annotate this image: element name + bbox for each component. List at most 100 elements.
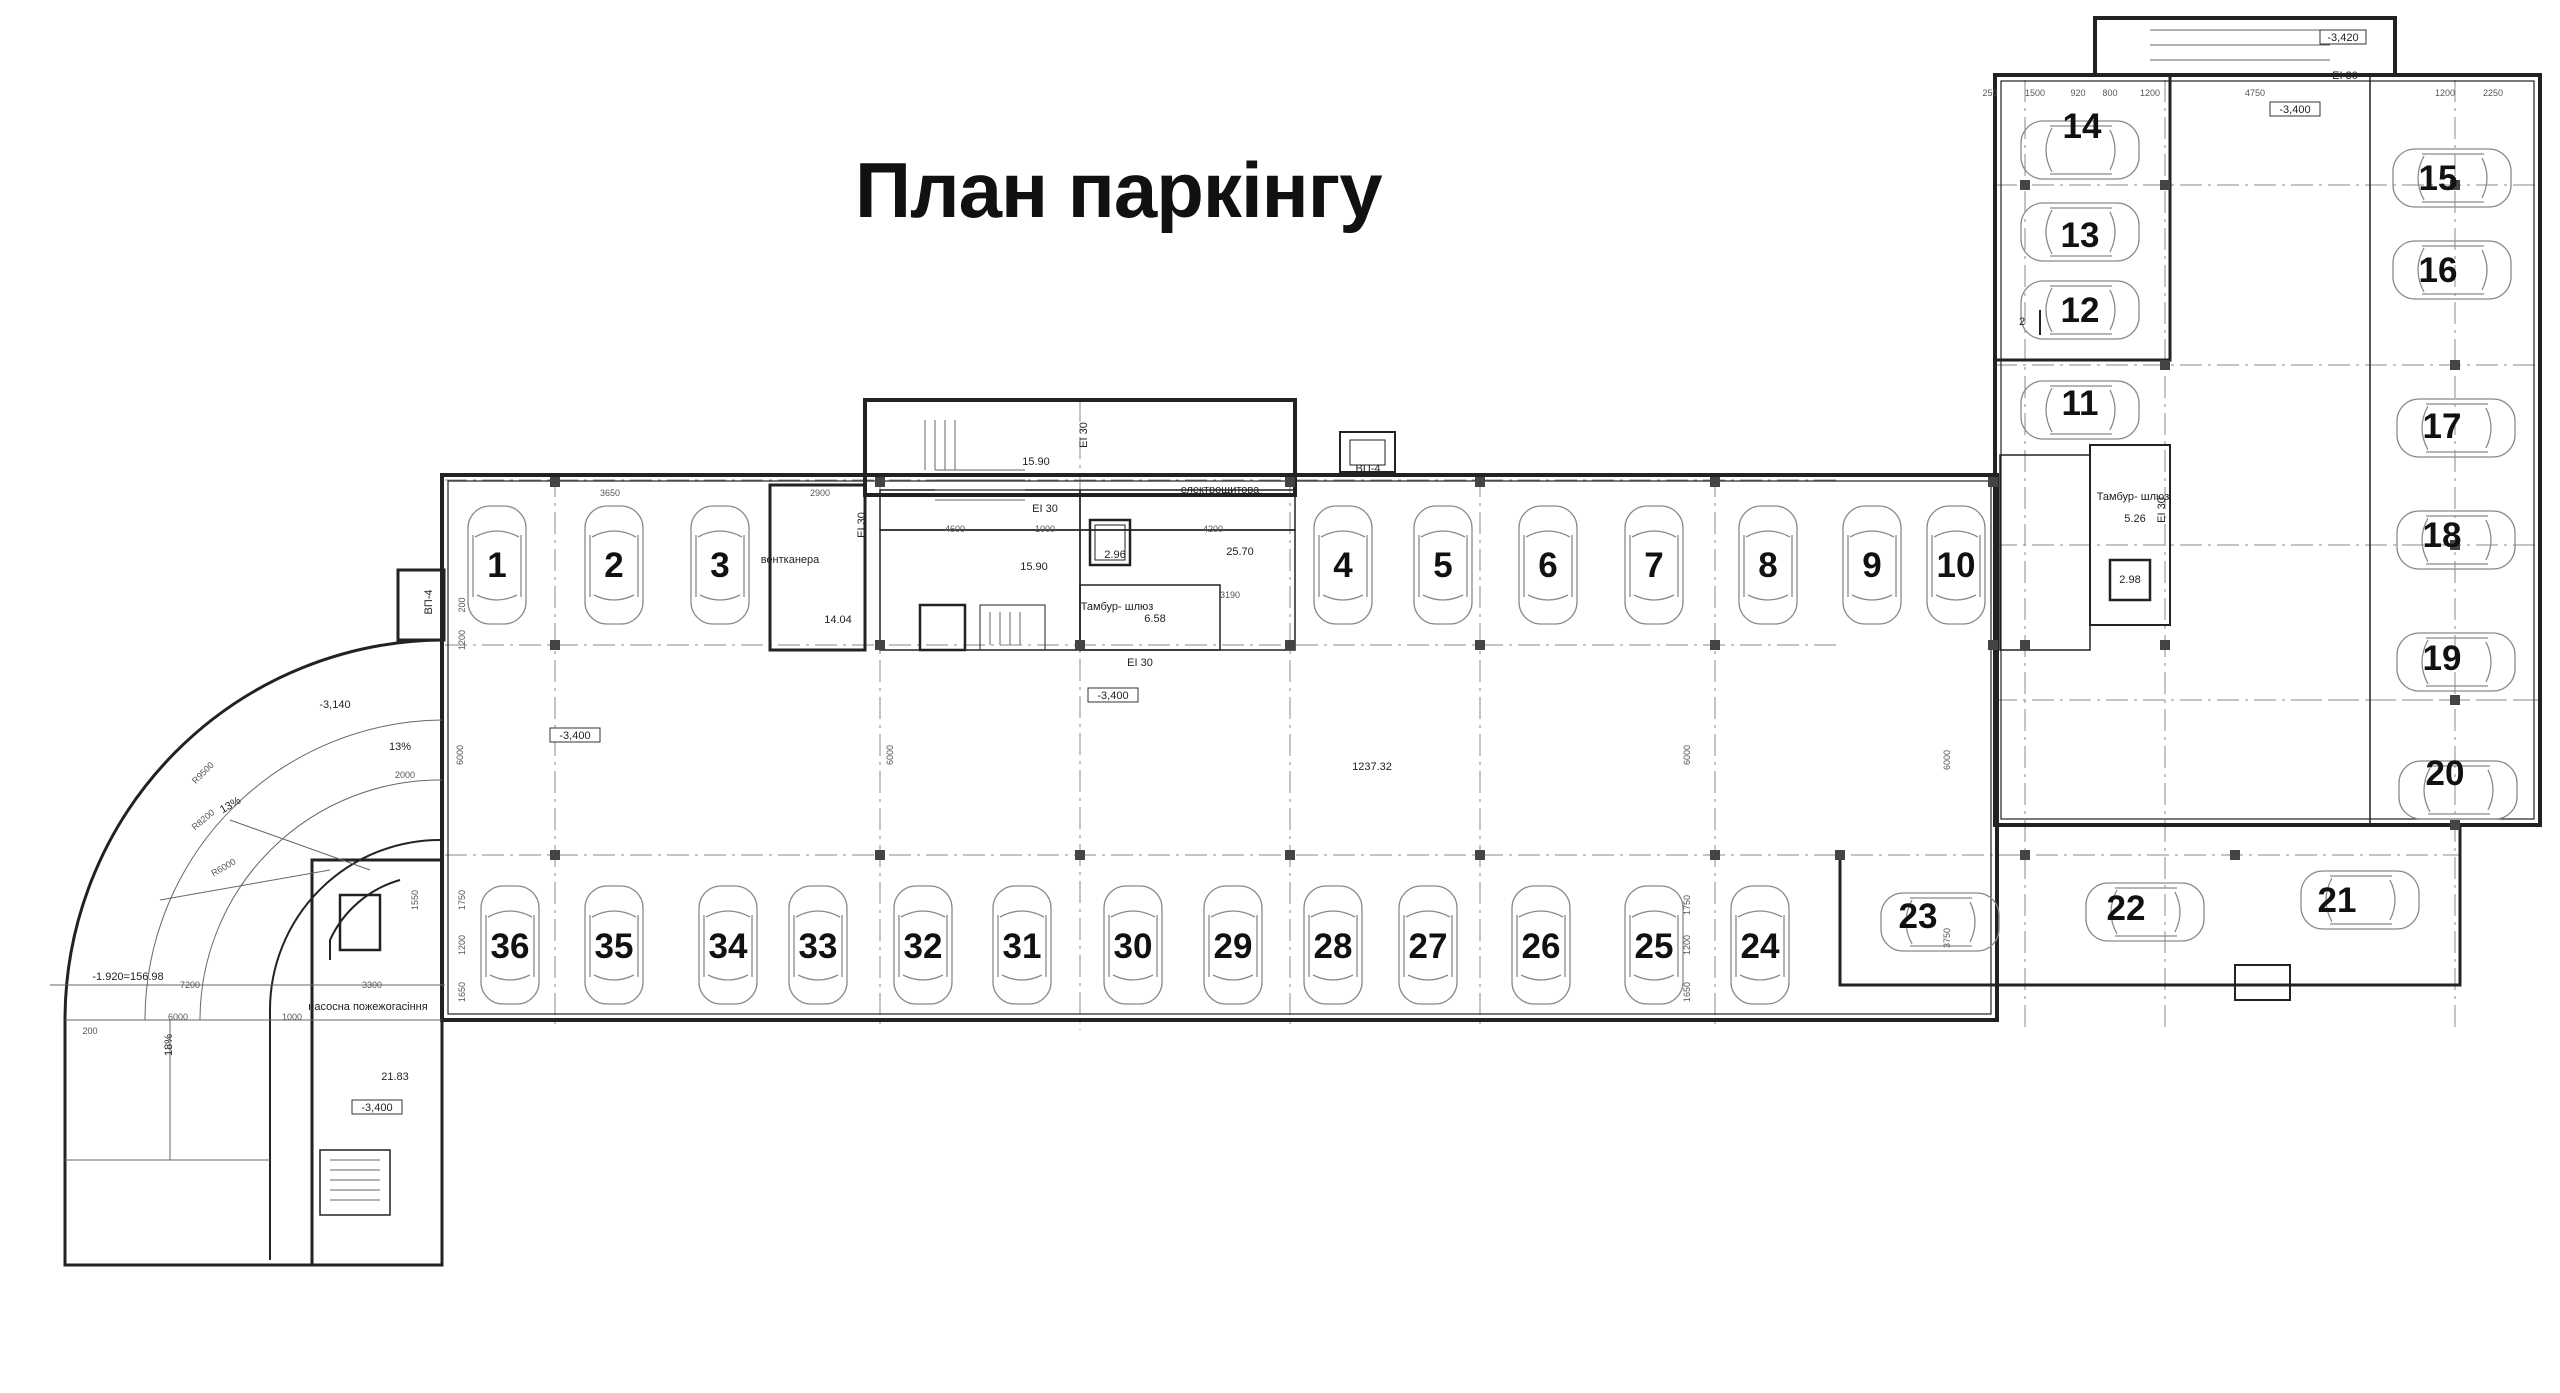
car-outline xyxy=(467,505,527,625)
page-title: План паркінгу xyxy=(855,146,1383,234)
car-outline xyxy=(2396,632,2516,692)
parking-spot-32: 32 xyxy=(904,927,943,966)
stair-area-2: 15.90 xyxy=(1020,561,1048,573)
dim-label: 2000 xyxy=(395,770,415,780)
parking-spot-34: 34 xyxy=(709,927,748,966)
car-outline xyxy=(788,885,848,1005)
car-outline xyxy=(2398,760,2518,820)
parking-spot-14: 14 xyxy=(2063,107,2102,146)
dim-label: 200 xyxy=(82,1026,97,1036)
level-top-stair: -3,420 xyxy=(2327,32,2358,44)
dim-label: 920 xyxy=(2070,88,2085,98)
dim-label: 1200 xyxy=(457,630,467,650)
dim-label: 6000 xyxy=(1682,745,1692,765)
parking-spot-36: 36 xyxy=(491,927,530,966)
parking-spot-17: 17 xyxy=(2423,407,2462,446)
car-outline xyxy=(1413,505,1473,625)
dim-label: 1000 xyxy=(282,1012,302,1022)
parking-spot-1: 1 xyxy=(487,546,506,585)
car-outline xyxy=(2392,148,2512,208)
vestibule-1-area: 6.58 xyxy=(1144,613,1165,625)
slope-ramp-upper: 13% xyxy=(389,741,411,753)
car-outline xyxy=(1398,885,1458,1005)
dim-label: 1750 xyxy=(1682,895,1692,915)
dim-label: 1200 xyxy=(457,935,467,955)
parking-spot-26: 26 xyxy=(1522,927,1561,966)
columns xyxy=(550,180,2460,860)
car-outline xyxy=(2392,240,2512,300)
car-outline xyxy=(1842,505,1902,625)
parking-spot-31: 31 xyxy=(1003,927,1042,966)
room-electro-area: 25.70 xyxy=(1226,546,1254,558)
parking-spot-18: 18 xyxy=(2423,516,2462,555)
dim-label: R9500 xyxy=(190,760,216,786)
parking-spot-30: 30 xyxy=(1114,927,1153,966)
room-ventchamber-label: вентканера xyxy=(761,554,820,566)
car-outline xyxy=(584,505,644,625)
core-rooms xyxy=(768,420,2171,652)
dim-label: 1200 xyxy=(1682,935,1692,955)
parking-spot-21: 21 xyxy=(2318,881,2357,920)
axis-grid xyxy=(445,80,2540,1030)
dim-label: 2900 xyxy=(810,488,830,498)
parking-spot-10: 10 xyxy=(1937,546,1976,585)
dim-label: R6000 xyxy=(210,856,238,878)
car-outline xyxy=(698,885,758,1005)
ei30-vertical-1: EI 30 xyxy=(856,512,868,538)
car-outline xyxy=(1303,885,1363,1005)
parking-spot-23: 23 xyxy=(1899,897,1938,936)
car-outline xyxy=(2020,280,2140,340)
dim-label: R8200 xyxy=(190,807,217,832)
dim-label: 250 xyxy=(1982,88,1997,98)
dim-label: 1200 xyxy=(2435,88,2455,98)
level-ramp-bottom: -1.920=156.98 xyxy=(92,971,163,983)
parking-spot-16: 16 xyxy=(2419,251,2458,290)
parking-spot-20: 20 xyxy=(2426,754,2465,793)
dim-label: 7200 xyxy=(180,980,200,990)
car-outline xyxy=(2020,202,2140,262)
parking-spot-6: 6 xyxy=(1538,546,1557,585)
car-outline xyxy=(1511,885,1571,1005)
parking-spot-25: 25 xyxy=(1635,927,1674,966)
car-outline xyxy=(1518,505,1578,625)
fire-markers: EI 30 EI 30 EI 30 EI 30 EI 30 EI 30 ВП-4… xyxy=(423,70,2358,669)
parking-spot-22: 22 xyxy=(2107,889,2146,928)
dim-label: 2250 xyxy=(2483,88,2503,98)
room-ventchamber-area: 14.04 xyxy=(824,614,852,626)
car-outline xyxy=(1926,505,1986,625)
car-outline xyxy=(1624,885,1684,1005)
small-room-area-2: 2.98 xyxy=(2119,574,2140,586)
dim-label: 800 xyxy=(2102,88,2117,98)
dim-label: 3650 xyxy=(600,488,620,498)
ei30-top: EI 30 xyxy=(2332,70,2358,82)
dim-label: 6000 xyxy=(168,1012,188,1022)
parking-spot-33: 33 xyxy=(799,927,838,966)
ei30-vestibule: EI 30 xyxy=(1127,657,1153,669)
car-outline xyxy=(1313,505,1373,625)
ei30-vertical-3: EI 30 xyxy=(2156,497,2168,523)
dim-label: 1500 xyxy=(2025,88,2045,98)
room-labels: вентканера 14.04 електрощитова 25.70 15.… xyxy=(308,456,2169,1083)
vestibule-2-area: 5.26 xyxy=(2124,513,2145,525)
parking-spot-8: 8 xyxy=(1758,546,1777,585)
dim-label: 6000 xyxy=(455,745,465,765)
parking-spot-35: 35 xyxy=(595,927,634,966)
dim-label: 3190 xyxy=(1220,590,1240,600)
dim-label: 1650 xyxy=(1682,982,1692,1002)
dim-label: 1000 xyxy=(1035,524,1055,534)
parking-spot-15: 15 xyxy=(2419,159,2458,198)
car-outline xyxy=(1730,885,1790,1005)
stair-area-1: 15.90 xyxy=(1022,456,1050,468)
level-ramp-top: -3,140 xyxy=(319,699,350,711)
dim-label: 200 xyxy=(457,597,467,612)
dim-label: 1200 xyxy=(2140,88,2160,98)
parking-spot-3: 3 xyxy=(710,546,729,585)
level-main-left: -3,400 xyxy=(559,730,590,742)
car-outline xyxy=(2020,380,2140,440)
level-right-block: -3,400 xyxy=(2279,104,2310,116)
room-electro-label: електрощитова xyxy=(1181,484,1260,496)
dim-label: 4750 xyxy=(2245,88,2265,98)
car-outline xyxy=(1103,885,1163,1005)
dim-label: 6000 xyxy=(1942,750,1952,770)
